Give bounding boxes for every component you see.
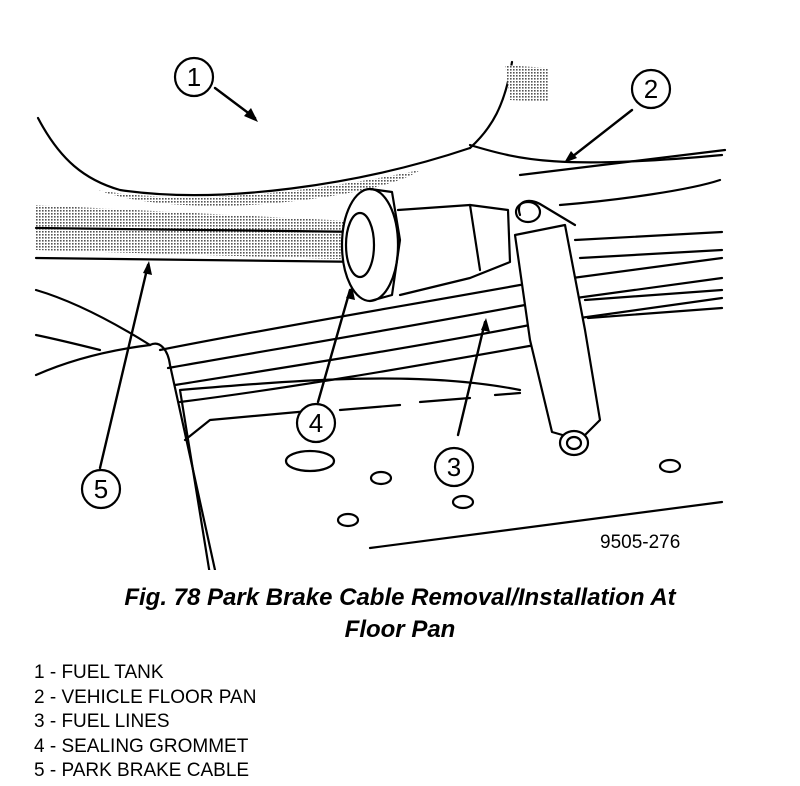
figure-caption: Fig. 78 Park Brake Cable Removal/Install…	[40, 582, 760, 646]
callout-leader-3	[456, 320, 487, 437]
callout-number: 2	[644, 74, 658, 104]
callout-marker-5: 5	[80, 468, 122, 510]
legend-item: 1 - FUEL TANK	[34, 662, 164, 683]
sealing-grommet-shape	[340, 187, 512, 303]
caption-line-2: Floor Pan	[344, 616, 456, 643]
callout-marker-4: 4	[295, 402, 337, 444]
figure-code: 9505-276	[600, 532, 681, 553]
parts-legend: 1 - FUEL TANK 2 - VEHICLE FLOOR PAN 3 - …	[34, 661, 256, 784]
legend-item: 4 - SEALING GROMMET	[34, 735, 249, 757]
callout-arrowhead-1	[244, 108, 258, 122]
park-brake-cable-shape	[34, 205, 372, 264]
callout-number: 1	[187, 62, 201, 92]
callout-leader-2	[566, 108, 634, 162]
legend-item: 2 - VEHICLE FLOOR PAN	[34, 686, 257, 708]
floor-pan-shape	[178, 143, 727, 570]
callout-marker-1: 1	[173, 56, 215, 98]
callout-number: 4	[309, 408, 323, 438]
callout-marker-2: 2	[630, 68, 672, 110]
callout-arrowhead-5	[143, 261, 152, 275]
callout-number: 3	[447, 452, 461, 482]
callout-number: 5	[94, 474, 108, 504]
bracket-shape	[513, 199, 602, 457]
callout-arrowhead-3	[481, 318, 490, 332]
fuel-lines-shape	[158, 230, 724, 404]
callout-leader-4	[316, 288, 352, 404]
fuel-tank-shape	[36, 60, 548, 206]
legend-item: 5 - PARK BRAKE CABLE	[34, 760, 250, 782]
caption-line-1: Fig. 78 Park Brake Cable Removal/Install…	[124, 584, 676, 611]
legend-item: 3 - FUEL LINES	[34, 711, 170, 733]
callout-arrowhead-2	[564, 151, 577, 163]
callout-leader-5	[98, 263, 150, 470]
park-brake-cable-illustration: 1 2 3 4 5	[34, 56, 727, 570]
lower-left-structure	[34, 288, 217, 570]
callout-marker-3: 3	[433, 446, 475, 488]
callout-arrowhead-4	[346, 286, 355, 300]
